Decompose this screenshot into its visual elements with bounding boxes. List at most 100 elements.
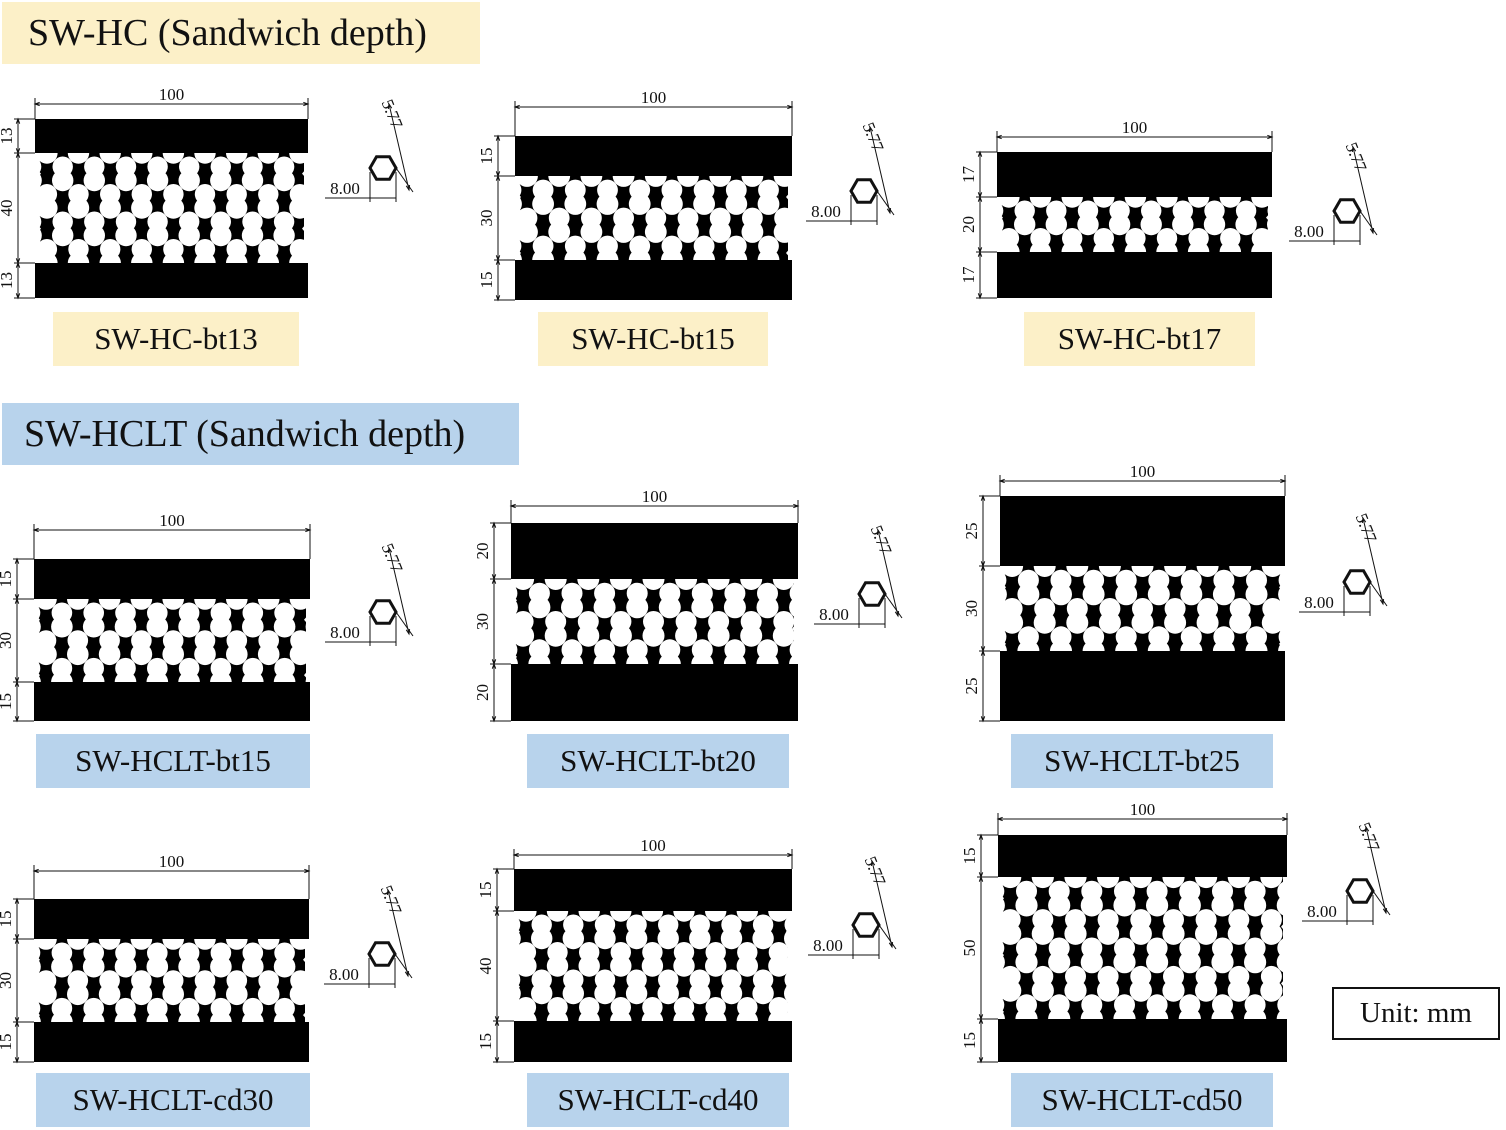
core-depth-label: 30 — [473, 613, 492, 630]
core-cell — [98, 599, 121, 610]
width-dimension-label: 100 — [159, 85, 185, 104]
hexagon-cell-detail — [857, 581, 887, 607]
core-cell — [998, 228, 1020, 249]
core-cell — [1197, 598, 1219, 619]
core-cell — [581, 207, 602, 229]
core-cell — [51, 602, 73, 624]
core-cell — [1251, 228, 1272, 249]
core-cell — [305, 215, 308, 229]
core-cell — [1309, 951, 1331, 973]
core-cell — [242, 156, 263, 177]
core-cell — [352, 142, 373, 163]
hex-width-label: 8.00 — [819, 605, 849, 624]
core-cell — [721, 914, 742, 935]
core-cell — [35, 630, 57, 651]
core-cell — [1131, 566, 1154, 577]
core-cell — [322, 928, 344, 950]
core-cell — [768, 911, 790, 922]
core-cell — [289, 239, 308, 260]
hex-side-label: 5.77 — [377, 883, 406, 918]
core-cell — [1326, 866, 1348, 888]
core-cell — [353, 984, 375, 1006]
core-cell — [800, 997, 820, 1017]
core-cell — [736, 911, 758, 922]
core-cell — [1125, 228, 1146, 249]
core-cell — [1115, 626, 1137, 648]
core-cell — [5, 239, 25, 259]
core-cell — [210, 997, 232, 1019]
core-cell — [1299, 201, 1319, 221]
core-cell — [838, 568, 860, 590]
core-cell — [658, 914, 679, 935]
core-cell — [1097, 877, 1120, 889]
core-cell — [322, 984, 344, 1006]
core-cell — [577, 579, 600, 590]
core-cell — [163, 184, 184, 205]
core-cell — [273, 211, 295, 232]
core-cell — [1246, 569, 1267, 591]
core-cell — [516, 207, 538, 229]
core-cell — [1034, 598, 1056, 619]
core-cell — [68, 184, 89, 205]
panel-label-sw-hclt-cd40: SW-HCLT-cd40 — [527, 1073, 789, 1127]
width-dimension-label: 100 — [640, 836, 666, 855]
core-cell — [757, 639, 778, 661]
core-cell — [805, 625, 827, 647]
core-cell — [725, 235, 747, 257]
panel-label-sw-hc-bt15: SW-HC-bt15 — [538, 312, 768, 366]
core-cell — [1031, 877, 1054, 889]
core-cell — [626, 914, 647, 935]
core-cell — [832, 997, 852, 1017]
core-depth-label: 50 — [960, 940, 979, 957]
core-cell — [1213, 569, 1235, 591]
core-cell — [1030, 228, 1051, 249]
core-cell — [806, 221, 828, 243]
core-cell — [1311, 626, 1332, 647]
bottom-thickness-label: 15 — [477, 272, 496, 289]
honeycomb-core — [34, 599, 310, 682]
core-cell — [99, 153, 121, 164]
core-cell — [130, 939, 153, 950]
core-cell — [1342, 951, 1364, 973]
core-cell — [709, 207, 731, 229]
core-cell — [178, 942, 200, 964]
core-cell — [561, 639, 583, 661]
core-cell — [544, 579, 567, 590]
bottom-thickness-label: 15 — [0, 693, 15, 710]
core-cell — [67, 939, 89, 950]
core-cell — [1046, 200, 1067, 221]
hex-side-label: 5.77 — [861, 854, 890, 889]
core-cell — [742, 207, 763, 229]
core-cell — [194, 630, 216, 651]
core-cell — [210, 211, 231, 232]
core-cell — [258, 239, 279, 260]
core-cell — [999, 909, 1021, 931]
core-cell — [1148, 626, 1170, 648]
core-cell — [1326, 966, 1347, 987]
core-cell — [1343, 938, 1364, 959]
bottom-face-plate — [514, 1021, 792, 1062]
core-cell — [257, 939, 280, 950]
core-cell — [274, 942, 295, 964]
core-cell — [115, 942, 136, 964]
core-depth-label: 20 — [959, 216, 978, 233]
core-cell — [1310, 881, 1331, 902]
top-thickness-label: 13 — [0, 128, 16, 145]
core-cell — [338, 943, 359, 964]
hex-width-label: 8.00 — [330, 623, 360, 642]
core-cell — [1130, 965, 1152, 987]
core-cell — [642, 579, 665, 590]
core-cell — [210, 602, 232, 624]
core-cell — [147, 156, 168, 177]
core-cell — [641, 911, 664, 922]
bottom-face-plate — [998, 1019, 1287, 1062]
hexagon-cell-detail — [367, 941, 397, 967]
core-cell — [1179, 994, 1201, 1016]
core-cell — [1246, 626, 1267, 648]
top-face-plate — [997, 152, 1272, 197]
core-cell — [564, 179, 586, 201]
core-cell — [610, 997, 631, 1018]
core-cell — [1097, 909, 1119, 931]
bottom-thickness-label: 15 — [476, 1033, 495, 1050]
